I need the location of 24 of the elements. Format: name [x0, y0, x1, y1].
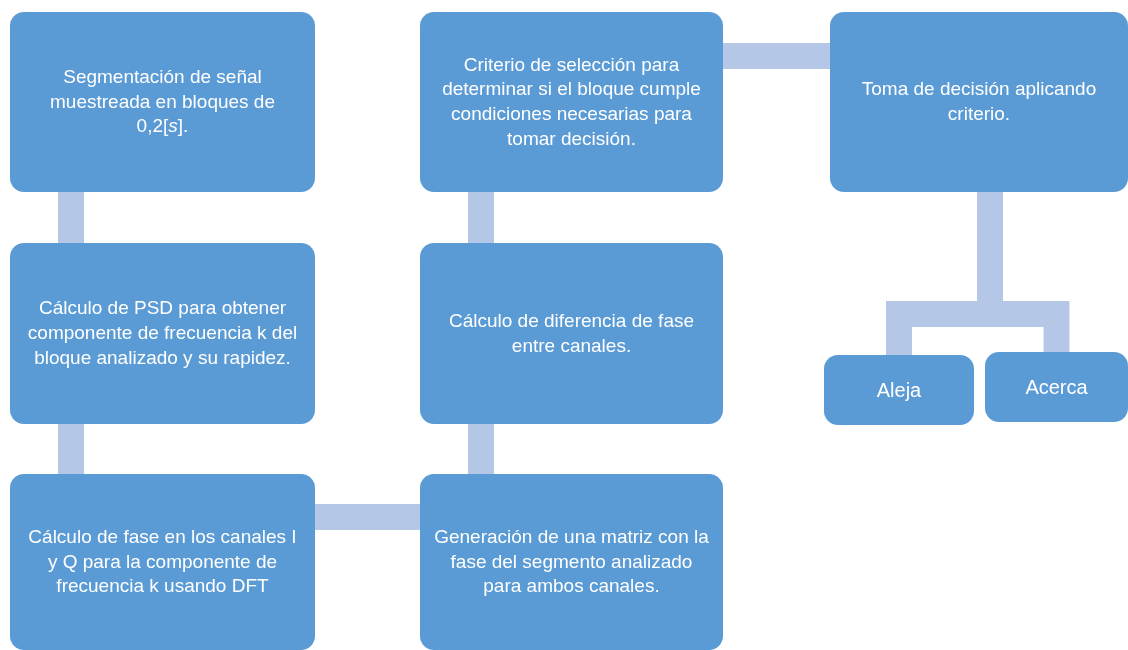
connector-bar: [58, 424, 84, 474]
process-box: [10, 12, 315, 192]
process-box: [824, 355, 974, 425]
box-text: Generación de una matriz con la fase del segmento analizado para ambos canales.: [434, 524, 709, 599]
process-box: [420, 474, 723, 650]
connector-bar: [723, 43, 830, 69]
process-box: [830, 12, 1128, 192]
connector-bar: [468, 424, 494, 474]
connector-bar: [58, 192, 84, 243]
box-text: Aleja: [876, 378, 922, 403]
box-text: Cálculo de diferencia de fase entre canales.: [447, 308, 695, 358]
box-text: Cálculo de fase en los canales I y Q para la componente de frecuencia k usando DFT: [27, 524, 298, 599]
box-text: Cálculo de PSD para obtener componente de frecuencia k del bloque analizado y su rapidez.: [26, 296, 299, 370]
connector-bar: [468, 192, 494, 243]
process-box: [420, 243, 723, 424]
process-box: [985, 352, 1128, 422]
connector-bar: [315, 504, 420, 530]
box-text: Toma de decisión aplicando criterio.: [860, 77, 1098, 126]
box-text: Acerca: [1025, 375, 1088, 400]
box-text: Criterio de selección para determinar si el bloque cumple condiciones necesarias para tomar decisión.: [441, 52, 702, 151]
process-box: [10, 243, 315, 424]
process-box: [420, 12, 723, 192]
box-text: Segmentación de señal muestreada en bloques de 0,2[s].: [49, 64, 276, 139]
process-box: [10, 474, 315, 650]
